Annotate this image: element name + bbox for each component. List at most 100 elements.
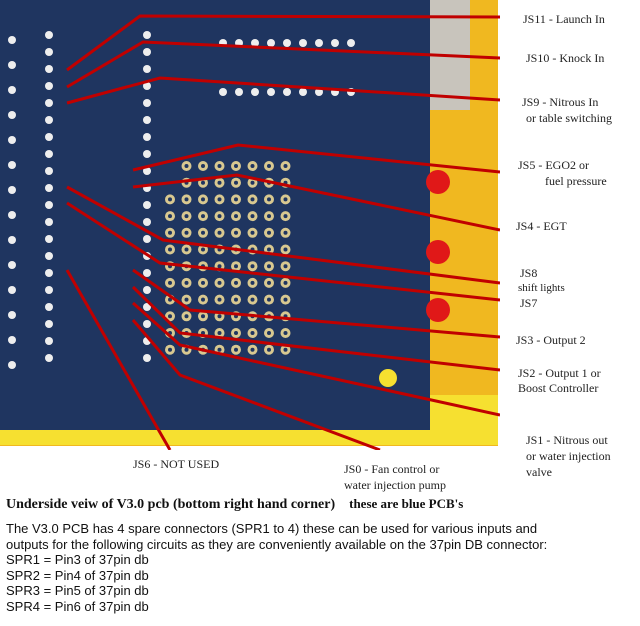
solder-pad (201, 314, 205, 319)
solder-pad (143, 201, 151, 209)
solder-pad (45, 320, 53, 328)
solder-pad (184, 280, 189, 285)
solder-pad (217, 164, 222, 168)
solder-pad (45, 116, 53, 124)
solder-pad (331, 39, 339, 47)
solder-pad (45, 48, 53, 56)
solder-pad (8, 61, 16, 69)
solder-pad (234, 280, 238, 285)
spr-item: SPR4 = Pin6 of 37pin db (6, 598, 149, 614)
solder-pad (168, 314, 172, 319)
solder-pad (234, 264, 238, 269)
solder-pad (143, 354, 151, 362)
solder-pad (201, 197, 205, 202)
label-js1-sub: or water injection (526, 449, 611, 463)
solder-pad (184, 297, 189, 302)
solder-pad (250, 280, 255, 285)
solder-pad (250, 197, 255, 202)
solder-pad (234, 214, 238, 219)
solder-pad (250, 214, 255, 219)
label-js11: JS11 - Launch In (523, 12, 605, 26)
solder-pad (283, 164, 288, 168)
solder-pad (234, 230, 238, 235)
solder-pad (299, 39, 307, 47)
solder-pad (8, 86, 16, 94)
solder-pad (267, 164, 271, 168)
label-js9: JS9 - Nitrous In (522, 95, 599, 109)
solder-pad (168, 247, 172, 252)
solder-pad (234, 331, 238, 335)
red-led (426, 298, 450, 322)
solder-pad (217, 314, 222, 319)
solder-pad (45, 286, 53, 294)
solder-pad (168, 214, 172, 219)
solder-pad (217, 347, 222, 352)
solder-pad (201, 247, 205, 252)
solder-pad (45, 252, 53, 260)
solder-pad (168, 280, 172, 285)
leader-line (65, 269, 172, 450)
solder-pad (267, 331, 271, 335)
solder-pad (8, 36, 16, 44)
solder-pad (8, 111, 16, 119)
solder-pad (283, 280, 288, 285)
solder-pad (143, 116, 151, 124)
leader-lines (65, 14, 500, 450)
label-js10: JS10 - Knock In (526, 51, 605, 65)
solder-pad (184, 197, 189, 202)
solder-pad (201, 214, 205, 219)
spr-item: SPR1 = Pin3 of 37pin db (6, 552, 149, 567)
solder-pad (267, 297, 271, 302)
solder-pad (45, 337, 53, 345)
solder-pad (8, 161, 16, 169)
solder-pad (315, 39, 323, 47)
solder-pad (201, 280, 205, 285)
solder-pad (217, 331, 222, 335)
solder-pad (168, 347, 172, 352)
solder-pad (234, 297, 238, 302)
leader-line (66, 201, 500, 302)
solder-pad (8, 211, 16, 219)
solder-pad (168, 197, 172, 202)
solder-pad (251, 88, 259, 96)
solder-pad (8, 286, 16, 294)
solder-pad (45, 31, 53, 39)
label-js5-sub: fuel pressure (545, 174, 607, 188)
solder-pad (143, 235, 151, 243)
solder-pad (235, 88, 243, 96)
leader-line (132, 143, 500, 174)
solder-pad (267, 39, 275, 47)
solder-pad (217, 264, 222, 269)
solder-pad (45, 150, 53, 158)
solder-pad (45, 65, 53, 73)
label-js6: JS6 - NOT USED (133, 457, 220, 471)
solder-pad (143, 65, 151, 73)
solder-pad (315, 88, 323, 96)
solder-pad (217, 197, 222, 202)
solder-pad (267, 197, 271, 202)
solder-pad (8, 136, 16, 144)
caption: Underside veiw of V3.0 pcb (bottom right… (6, 496, 463, 513)
label-js1-sub2: valve (526, 465, 552, 479)
solder-pad (283, 214, 288, 219)
solder-pad (250, 230, 255, 235)
solder-pad (45, 133, 53, 141)
solder-pad (234, 347, 238, 352)
solder-pad (184, 214, 189, 219)
label-js0-sub: water injection pump (344, 478, 446, 492)
solder-pad (45, 82, 53, 90)
leader-line (132, 301, 500, 417)
solder-pad (217, 280, 222, 285)
solder-pad (250, 331, 255, 335)
solder-pad (8, 336, 16, 344)
solder-pad (201, 164, 205, 168)
solder-pad (143, 31, 151, 39)
solder-pad (201, 180, 205, 185)
solder-pad (143, 82, 151, 90)
description: The V3.0 PCB has 4 spare connectors (SPR… (6, 521, 547, 614)
leader-line (66, 14, 500, 72)
caption-title: Underside veiw of V3.0 pcb (bottom right… (6, 497, 336, 512)
solder-pad (217, 214, 222, 219)
solder-pad (267, 230, 271, 235)
caption-note: these are blue PCB's (349, 496, 464, 511)
